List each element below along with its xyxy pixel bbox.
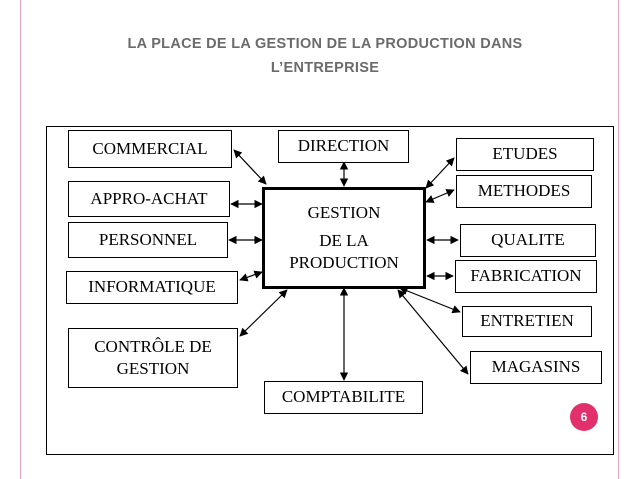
box-methodes: METHODES: [456, 175, 592, 208]
center-line1: GESTION: [307, 202, 381, 222]
frame-left-line: [20, 0, 21, 479]
page-number-badge: 6: [570, 403, 598, 431]
box-magasins: MAGASINS: [470, 351, 602, 384]
box-gestion-de-la-production: GESTION DE LA PRODUCTION: [262, 187, 426, 289]
arrow-entretien: [399, 286, 461, 314]
box-qualite: QUALITE: [460, 224, 596, 257]
box-informatique: INFORMATIQUE: [66, 271, 238, 304]
controle-line2: GESTION: [116, 359, 190, 378]
arrow-magasins: [397, 289, 469, 375]
box-commercial: COMMERCIAL: [68, 130, 232, 168]
box-personnel: PERSONNEL: [68, 222, 228, 258]
arrow-commercial: [233, 149, 267, 185]
box-appro-achat: APPRO-ACHAT: [68, 181, 230, 217]
center-line2: DE LA: [319, 230, 369, 250]
frame-right-line: [618, 0, 619, 479]
controle-line1: CONTRÔLE DE: [94, 336, 212, 356]
box-fabrication: FABRICATION: [455, 260, 597, 293]
arrow-informatique: [239, 270, 263, 282]
box-direction: DIRECTION: [278, 130, 409, 163]
box-controle-de-gestion: CONTRÔLE DE GESTION: [68, 328, 238, 388]
box-comptabilite: COMPTABILITE: [264, 381, 423, 414]
slide-title-line2: L’ENTREPRISE: [270, 60, 380, 76]
center-line3: PRODUCTION: [289, 253, 399, 273]
arrow-methodes: [425, 189, 455, 203]
box-etudes: ETUDES: [456, 138, 594, 171]
box-entretien: ENTRETIEN: [462, 306, 592, 337]
arrow-etudes: [425, 157, 455, 189]
slide-title-line1: LA PLACE DE LA GESTION DE LA PRODUCTION …: [127, 36, 523, 52]
arrow-controle: [239, 289, 288, 337]
